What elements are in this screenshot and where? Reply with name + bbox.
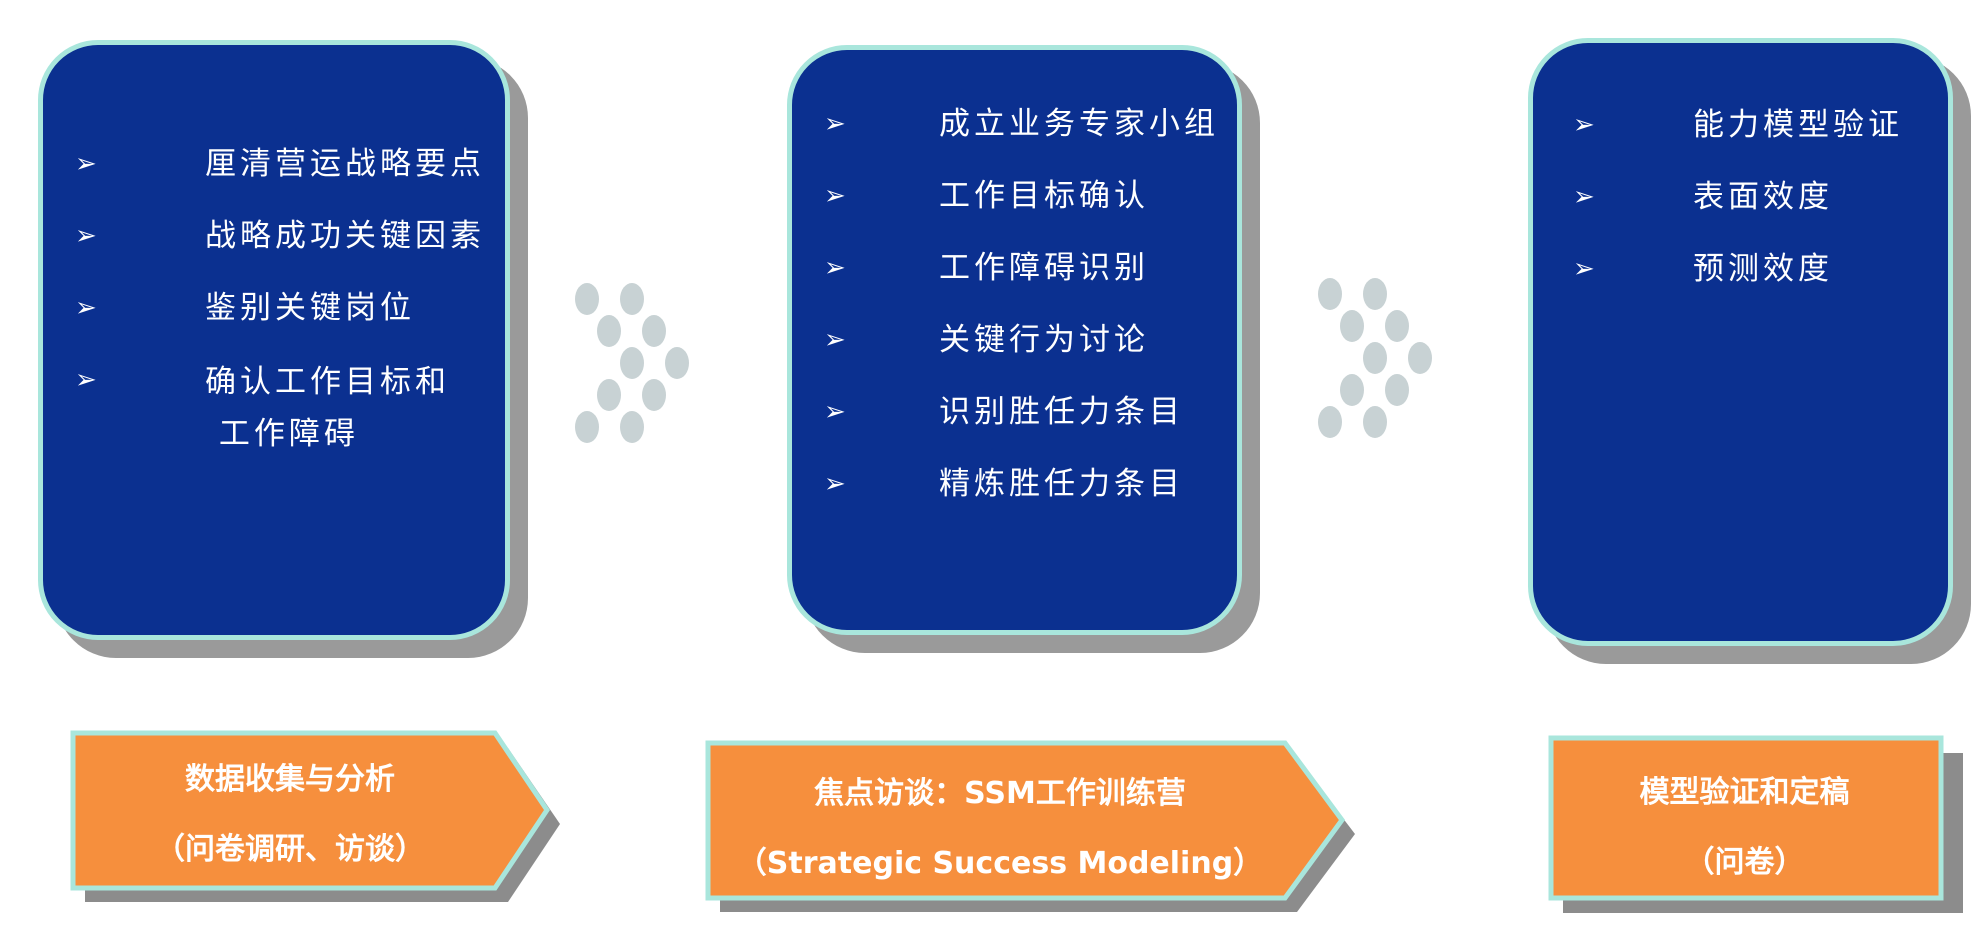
connector-dot <box>1385 310 1409 342</box>
stage-1-list: ➢ 厘清营运战略要点 ➢ 战略成功关键因素 ➢ 鉴别关键岗位 ➢ 确认工作目标和… <box>75 140 485 452</box>
arrow-bullet-icon: ➢ <box>824 469 850 499</box>
list-item: ➢ 厘清营运战略要点 <box>75 140 485 212</box>
banner-title: 焦点访谈：SSM工作训练营 <box>814 776 1186 811</box>
arrow-bullet-icon: ➢ <box>1573 110 1599 140</box>
list-item-label: 识别胜任力条目 <box>939 394 1184 430</box>
list-item-label: 确认工作目标和 工作障碍 <box>205 364 450 452</box>
connector-dot <box>1363 278 1387 310</box>
list-item: ➢ 表面效度 <box>1573 173 1903 245</box>
list-item: ➢ 鉴别关键岗位 <box>75 284 485 356</box>
arrow-bullet-icon: ➢ <box>1573 254 1599 284</box>
banner-title: 模型验证和定稿 <box>1639 775 1850 810</box>
connector-dot <box>620 283 644 315</box>
connector-dot <box>620 411 644 443</box>
connector-dot <box>575 283 599 315</box>
banner-text: 数据收集与分析 （问卷调研、访谈） <box>70 730 510 870</box>
stage-2-panel: ➢ 成立业务专家小组 ➢ 工作目标确认 ➢ 工作障碍识别 ➢ 关键行为讨论 ➢ … <box>787 45 1242 635</box>
list-item: ➢ 能力模型验证 <box>1573 101 1903 173</box>
list-item: ➢ 工作障碍识别 <box>824 244 1219 316</box>
arrow-bullet-icon: ➢ <box>824 181 850 211</box>
list-item: ➢ 预测效度 <box>1573 245 1903 317</box>
list-item: ➢ 识别胜任力条目 <box>824 388 1219 460</box>
banner-title: 数据收集与分析 <box>185 762 395 797</box>
arrow-bullet-icon: ➢ <box>75 149 101 179</box>
arrow-bullet-icon: ➢ <box>824 253 850 283</box>
connector-dot <box>642 315 666 347</box>
stage-3-list: ➢ 能力模型验证 ➢ 表面效度 ➢ 预测效度 <box>1573 101 1903 317</box>
list-item-label: 厘清营运战略要点 <box>205 146 485 182</box>
list-item-label: 成立业务专家小组 <box>939 106 1219 142</box>
flow-connector-dots-icon <box>575 283 705 443</box>
banner-subtitle: （问卷） <box>1684 845 1805 880</box>
stage-3-panel: ➢ 能力模型验证 ➢ 表面效度 ➢ 预测效度 <box>1528 38 1953 646</box>
connector-dot <box>642 379 666 411</box>
list-item-label: 工作障碍识别 <box>939 250 1149 286</box>
flow-connector-dots-icon <box>1318 278 1448 438</box>
connector-dot <box>1408 342 1432 374</box>
banner-box-shape <box>1548 735 1963 913</box>
connector-dot <box>1318 406 1342 438</box>
arrow-bullet-icon: ➢ <box>75 293 101 323</box>
list-item: ➢ 成立业务专家小组 <box>824 100 1219 172</box>
arrow-bullet-icon: ➢ <box>824 325 850 355</box>
list-item: ➢ 工作目标确认 <box>824 172 1219 244</box>
arrow-bullet-icon: ➢ <box>75 221 101 251</box>
list-item: ➢ 确认工作目标和 工作障碍 <box>75 356 485 452</box>
stage-2-list: ➢ 成立业务专家小组 ➢ 工作目标确认 ➢ 工作障碍识别 ➢ 关键行为讨论 ➢ … <box>824 100 1219 532</box>
connector-dot <box>620 347 644 379</box>
connector-dot <box>597 315 621 347</box>
banner-arrow-shape <box>705 740 1355 912</box>
connector-dot <box>1340 374 1364 406</box>
banner-subtitle: （Strategic Success Modeling） <box>736 846 1264 881</box>
list-item-label: 工作目标确认 <box>939 178 1149 214</box>
list-item-label: 预测效度 <box>1693 251 1833 287</box>
banner-text: 焦点访谈：SSM工作训练营 （Strategic Success Modelin… <box>705 740 1295 884</box>
list-item: ➢ 战略成功关键因素 <box>75 212 485 284</box>
connector-dot <box>575 411 599 443</box>
stage-1-panel: ➢ 厘清营运战略要点 ➢ 战略成功关键因素 ➢ 鉴别关键岗位 ➢ 确认工作目标和… <box>38 40 510 640</box>
connector-dot <box>1363 342 1387 374</box>
connector-dot <box>1340 310 1364 342</box>
stage-3-banner: 模型验证和定稿 （问卷） <box>1548 735 1968 915</box>
banner-subtitle: （问卷调研、访谈） <box>155 832 425 867</box>
list-item: ➢ 精炼胜任力条目 <box>824 460 1219 532</box>
list-item: ➢ 关键行为讨论 <box>824 316 1219 388</box>
list-item-label: 能力模型验证 <box>1693 107 1903 143</box>
arrow-bullet-icon: ➢ <box>824 397 850 427</box>
list-item-label: 表面效度 <box>1693 179 1833 215</box>
connector-dot <box>597 379 621 411</box>
connector-dot <box>1363 406 1387 438</box>
connector-dot <box>665 347 689 379</box>
list-item-label: 关键行为讨论 <box>939 322 1149 358</box>
arrow-bullet-icon: ➢ <box>1573 182 1599 212</box>
connector-dot <box>1385 374 1409 406</box>
banner-arrow-shape <box>70 730 560 902</box>
list-item-label: 精炼胜任力条目 <box>939 466 1184 502</box>
arrow-bullet-icon: ➢ <box>824 109 850 139</box>
stage-2-banner: 焦点访谈：SSM工作训练营 （Strategic Success Modelin… <box>705 740 1355 915</box>
banner-text: 模型验证和定稿 （问卷） <box>1548 735 1941 883</box>
arrow-bullet-icon: ➢ <box>75 365 101 395</box>
list-item-label: 战略成功关键因素 <box>205 218 485 254</box>
stage-1-banner: 数据收集与分析 （问卷调研、访谈） <box>70 730 560 905</box>
connector-dot <box>1318 278 1342 310</box>
list-item-label: 鉴别关键岗位 <box>205 290 415 326</box>
